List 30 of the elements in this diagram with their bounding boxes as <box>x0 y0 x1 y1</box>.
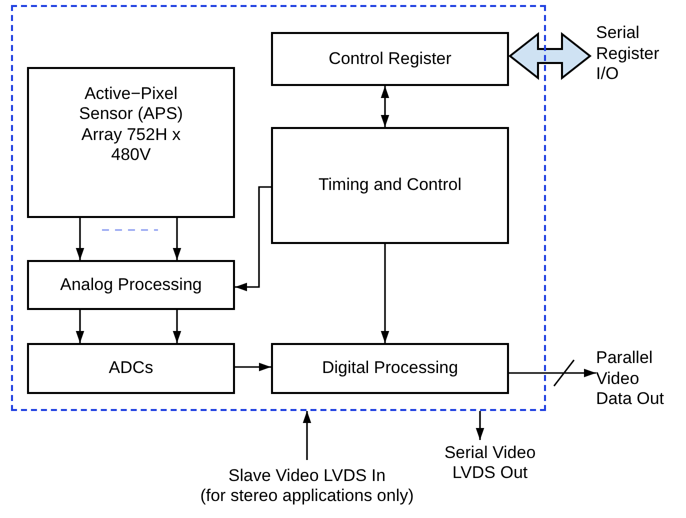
arrow <box>380 86 390 127</box>
block-box <box>27 67 235 218</box>
signal-label: (for stereo applications only) <box>200 486 414 506</box>
arrow <box>509 368 596 378</box>
chip-boundary <box>11 5 546 411</box>
block-box <box>271 127 509 244</box>
signal-label: Slave Video LVDS In <box>228 466 386 486</box>
signal-label: Serial Register I/O <box>596 23 660 85</box>
block-label: Active−Pixel Sensor (APS) Array 752H x 480V <box>78 84 184 166</box>
arrow <box>76 218 84 260</box>
arrow <box>235 362 271 372</box>
block-box <box>27 343 235 394</box>
block-label: Timing and Control <box>318 175 462 196</box>
arrow <box>302 411 312 460</box>
arrow <box>172 218 182 260</box>
block-box <box>271 32 509 86</box>
arrow <box>380 244 390 343</box>
arrow <box>476 411 484 440</box>
block-label: Digital Processing <box>322 358 458 379</box>
block-box <box>271 343 509 394</box>
arrow <box>76 310 84 343</box>
block-arrow <box>508 32 592 80</box>
signal-label: Serial Video LVDS Out <box>443 442 537 484</box>
block-label: Analog Processing <box>60 274 202 296</box>
signal-label: Parallel Video Data Out <box>596 348 666 410</box>
block-label: Control Register <box>328 48 452 70</box>
block-label: ADCs <box>108 358 154 379</box>
arrow <box>235 186 271 292</box>
block-box <box>27 260 235 310</box>
arrow <box>172 310 182 343</box>
